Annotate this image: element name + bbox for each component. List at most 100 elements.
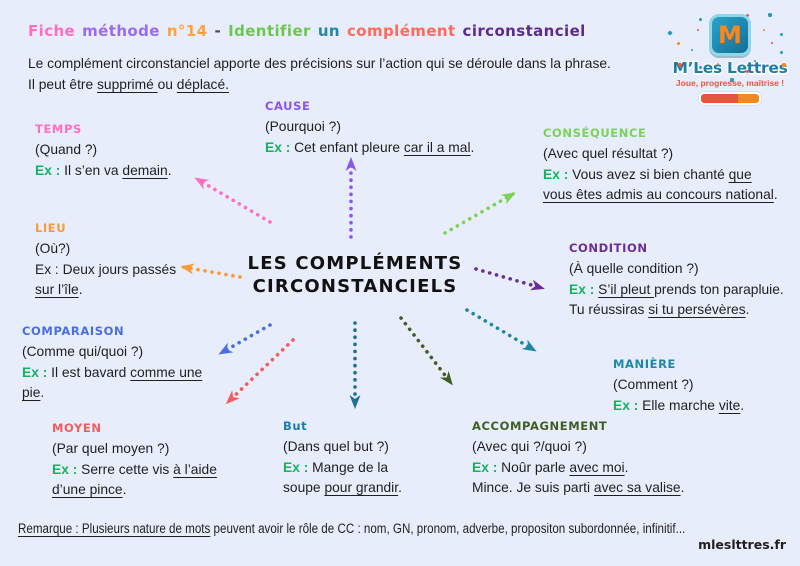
section-heading-moyen: MOYEN bbox=[52, 421, 102, 435]
section-line: (Quand ?) bbox=[35, 140, 172, 161]
section-heading-but: But bbox=[283, 419, 308, 433]
text-run: (Dans quel but ?) bbox=[283, 439, 389, 454]
underlined-text: sur l’île bbox=[35, 282, 79, 297]
underlined-text: vite bbox=[718, 397, 741, 413]
underlined-text: que bbox=[728, 166, 752, 182]
underlined-text: à l’aide bbox=[173, 461, 217, 477]
example-label: Ex : bbox=[22, 364, 52, 380]
confetti-dot bbox=[697, 28, 700, 31]
text-run: . bbox=[745, 302, 750, 317]
section-line: soupe pour grandir. bbox=[283, 478, 402, 499]
section-cause: CAUSE(Pourquoi ?)Ex : Cet enfant pleure … bbox=[265, 99, 474, 158]
section-heading-temps: TEMPS bbox=[35, 122, 82, 136]
remark-rest: peuvent avoir le rôle de CC : nom, GN, p… bbox=[210, 521, 686, 536]
text-run: (Comme qui/quoi ?) bbox=[22, 344, 144, 359]
text-run: Mince. Je suis parti bbox=[472, 480, 594, 495]
text-run: (Comment ?) bbox=[613, 377, 694, 392]
section-heading-maniere: MANIÈRE bbox=[613, 357, 677, 371]
title-word: Fiche bbox=[28, 22, 76, 40]
section-heading-lieu: LIEU bbox=[35, 221, 67, 235]
confetti-dot bbox=[691, 48, 694, 52]
text-run: . bbox=[773, 187, 778, 202]
section-heading-consequence: CONSÉQUENCE bbox=[543, 126, 647, 140]
example-label: Ex : bbox=[265, 139, 295, 155]
title-word: - bbox=[214, 22, 222, 40]
underlined-text: si tu persévères bbox=[648, 302, 746, 317]
underlined-text: demain bbox=[122, 162, 168, 178]
text-run: Le complément circonstanciel apporte des… bbox=[28, 56, 611, 71]
section-line: Ex : S’il pleut prends ton parapluie. bbox=[569, 280, 784, 301]
section-line: Ex : Elle marche vite. bbox=[613, 396, 744, 417]
text-run: Il est bavard bbox=[51, 364, 131, 380]
text-run: . bbox=[167, 162, 172, 178]
section-line: pie. bbox=[22, 383, 202, 404]
text-run: Elle marche bbox=[642, 397, 719, 413]
section-line: vous êtes admis au concours national. bbox=[543, 185, 778, 206]
section-line: Mince. Je suis parti avec sa valise. bbox=[472, 478, 684, 499]
logo-tagline: Joue, progresse, maîtrise ! bbox=[675, 78, 785, 88]
confetti-dot bbox=[667, 30, 674, 36]
title-word: Identifier bbox=[228, 22, 311, 40]
example-label: Ex : bbox=[543, 166, 573, 182]
section-line: Ex : Il s’en va demain. bbox=[35, 161, 172, 182]
central-topic: LES COMPLÉMENTS CIRCONSTANCIELS bbox=[235, 252, 475, 298]
section-heading-accompagnement: ACCOMPAGNEMENT bbox=[472, 419, 608, 433]
text-run: Vous avez si bien chanté bbox=[572, 166, 729, 182]
text-run: (Avec quel résultat ?) bbox=[543, 146, 674, 161]
confetti-dot bbox=[698, 65, 703, 69]
confetti-dot bbox=[770, 42, 773, 44]
section-line: (Dans quel but ?) bbox=[283, 437, 402, 458]
central-topic-line1: LES COMPLÉMENTS bbox=[247, 253, 463, 274]
logo-letter: M bbox=[718, 21, 742, 49]
example-label: Ex : bbox=[569, 281, 599, 297]
confetti-dot bbox=[768, 12, 773, 17]
section-comparaison: COMPARAISON (Comme qui/quoi ?) Ex : Il est… bbox=[22, 324, 202, 404]
underlined-text: car il a mal bbox=[403, 139, 471, 155]
section-line: Ex : Il est bavard comme une bbox=[22, 363, 202, 384]
confetti-dot bbox=[762, 28, 766, 32]
arrow-consequence bbox=[443, 192, 516, 235]
text-run: . bbox=[122, 482, 127, 497]
section-line: (À quelle condition ?) bbox=[569, 259, 784, 280]
section-line: sur l’île. bbox=[35, 280, 176, 301]
section-line: (Par quel moyen ?) bbox=[52, 439, 217, 460]
underlined-text: S’il pleut bbox=[598, 281, 655, 297]
text-run: prends ton parapluie. bbox=[654, 281, 784, 297]
text-run: . bbox=[470, 139, 475, 155]
title-word: circonstanciel bbox=[462, 22, 586, 40]
underlined-text: comme une bbox=[130, 364, 203, 380]
arrow-comparaison bbox=[218, 323, 272, 355]
example-label: Ex : bbox=[613, 397, 643, 413]
text-run: (Où?) bbox=[35, 241, 71, 256]
section-line: (Avec quel résultat ?) bbox=[543, 144, 778, 165]
section-heading-condition: CONDITION bbox=[569, 241, 648, 255]
example-label: Ex : bbox=[472, 459, 502, 475]
arrow-temps bbox=[194, 177, 272, 224]
text-run: Mange de la bbox=[312, 459, 389, 475]
text-run: (À quelle condition ?) bbox=[569, 261, 699, 276]
underlined-text: pour grandir bbox=[324, 480, 399, 495]
section-line: Ex : Vous avez si bien chanté que bbox=[543, 165, 778, 186]
text-run: (Avec qui ?/quoi ?) bbox=[472, 439, 587, 454]
text-run: . bbox=[78, 282, 83, 297]
section-line: Tu réussiras si tu persévères. bbox=[569, 300, 784, 321]
logo-progress-bar-icon bbox=[699, 92, 761, 105]
text-run: (Pourquoi ?) bbox=[265, 119, 341, 134]
confetti-dot bbox=[729, 77, 735, 83]
confetti-dot bbox=[779, 32, 784, 37]
text-run: Il peut être bbox=[28, 77, 98, 92]
intro-line: Il peut être supprimé ou déplacé. bbox=[28, 74, 611, 95]
title-word: un bbox=[317, 22, 341, 40]
logo-name: M’Les Lettres bbox=[672, 59, 788, 77]
section-line: Ex : Cet enfant pleure car il a mal. bbox=[265, 138, 474, 159]
section-line: (Comme qui/quoi ?) bbox=[22, 342, 202, 363]
section-heading-comparaison: COMPARAISON bbox=[22, 324, 125, 338]
section-line: (Où?) bbox=[35, 239, 176, 260]
section-line: Ex : Mange de la bbox=[283, 458, 402, 479]
arrow-maniere bbox=[465, 308, 537, 352]
text-run: ou bbox=[157, 77, 177, 92]
underlined-text: d’une pince bbox=[52, 482, 123, 497]
